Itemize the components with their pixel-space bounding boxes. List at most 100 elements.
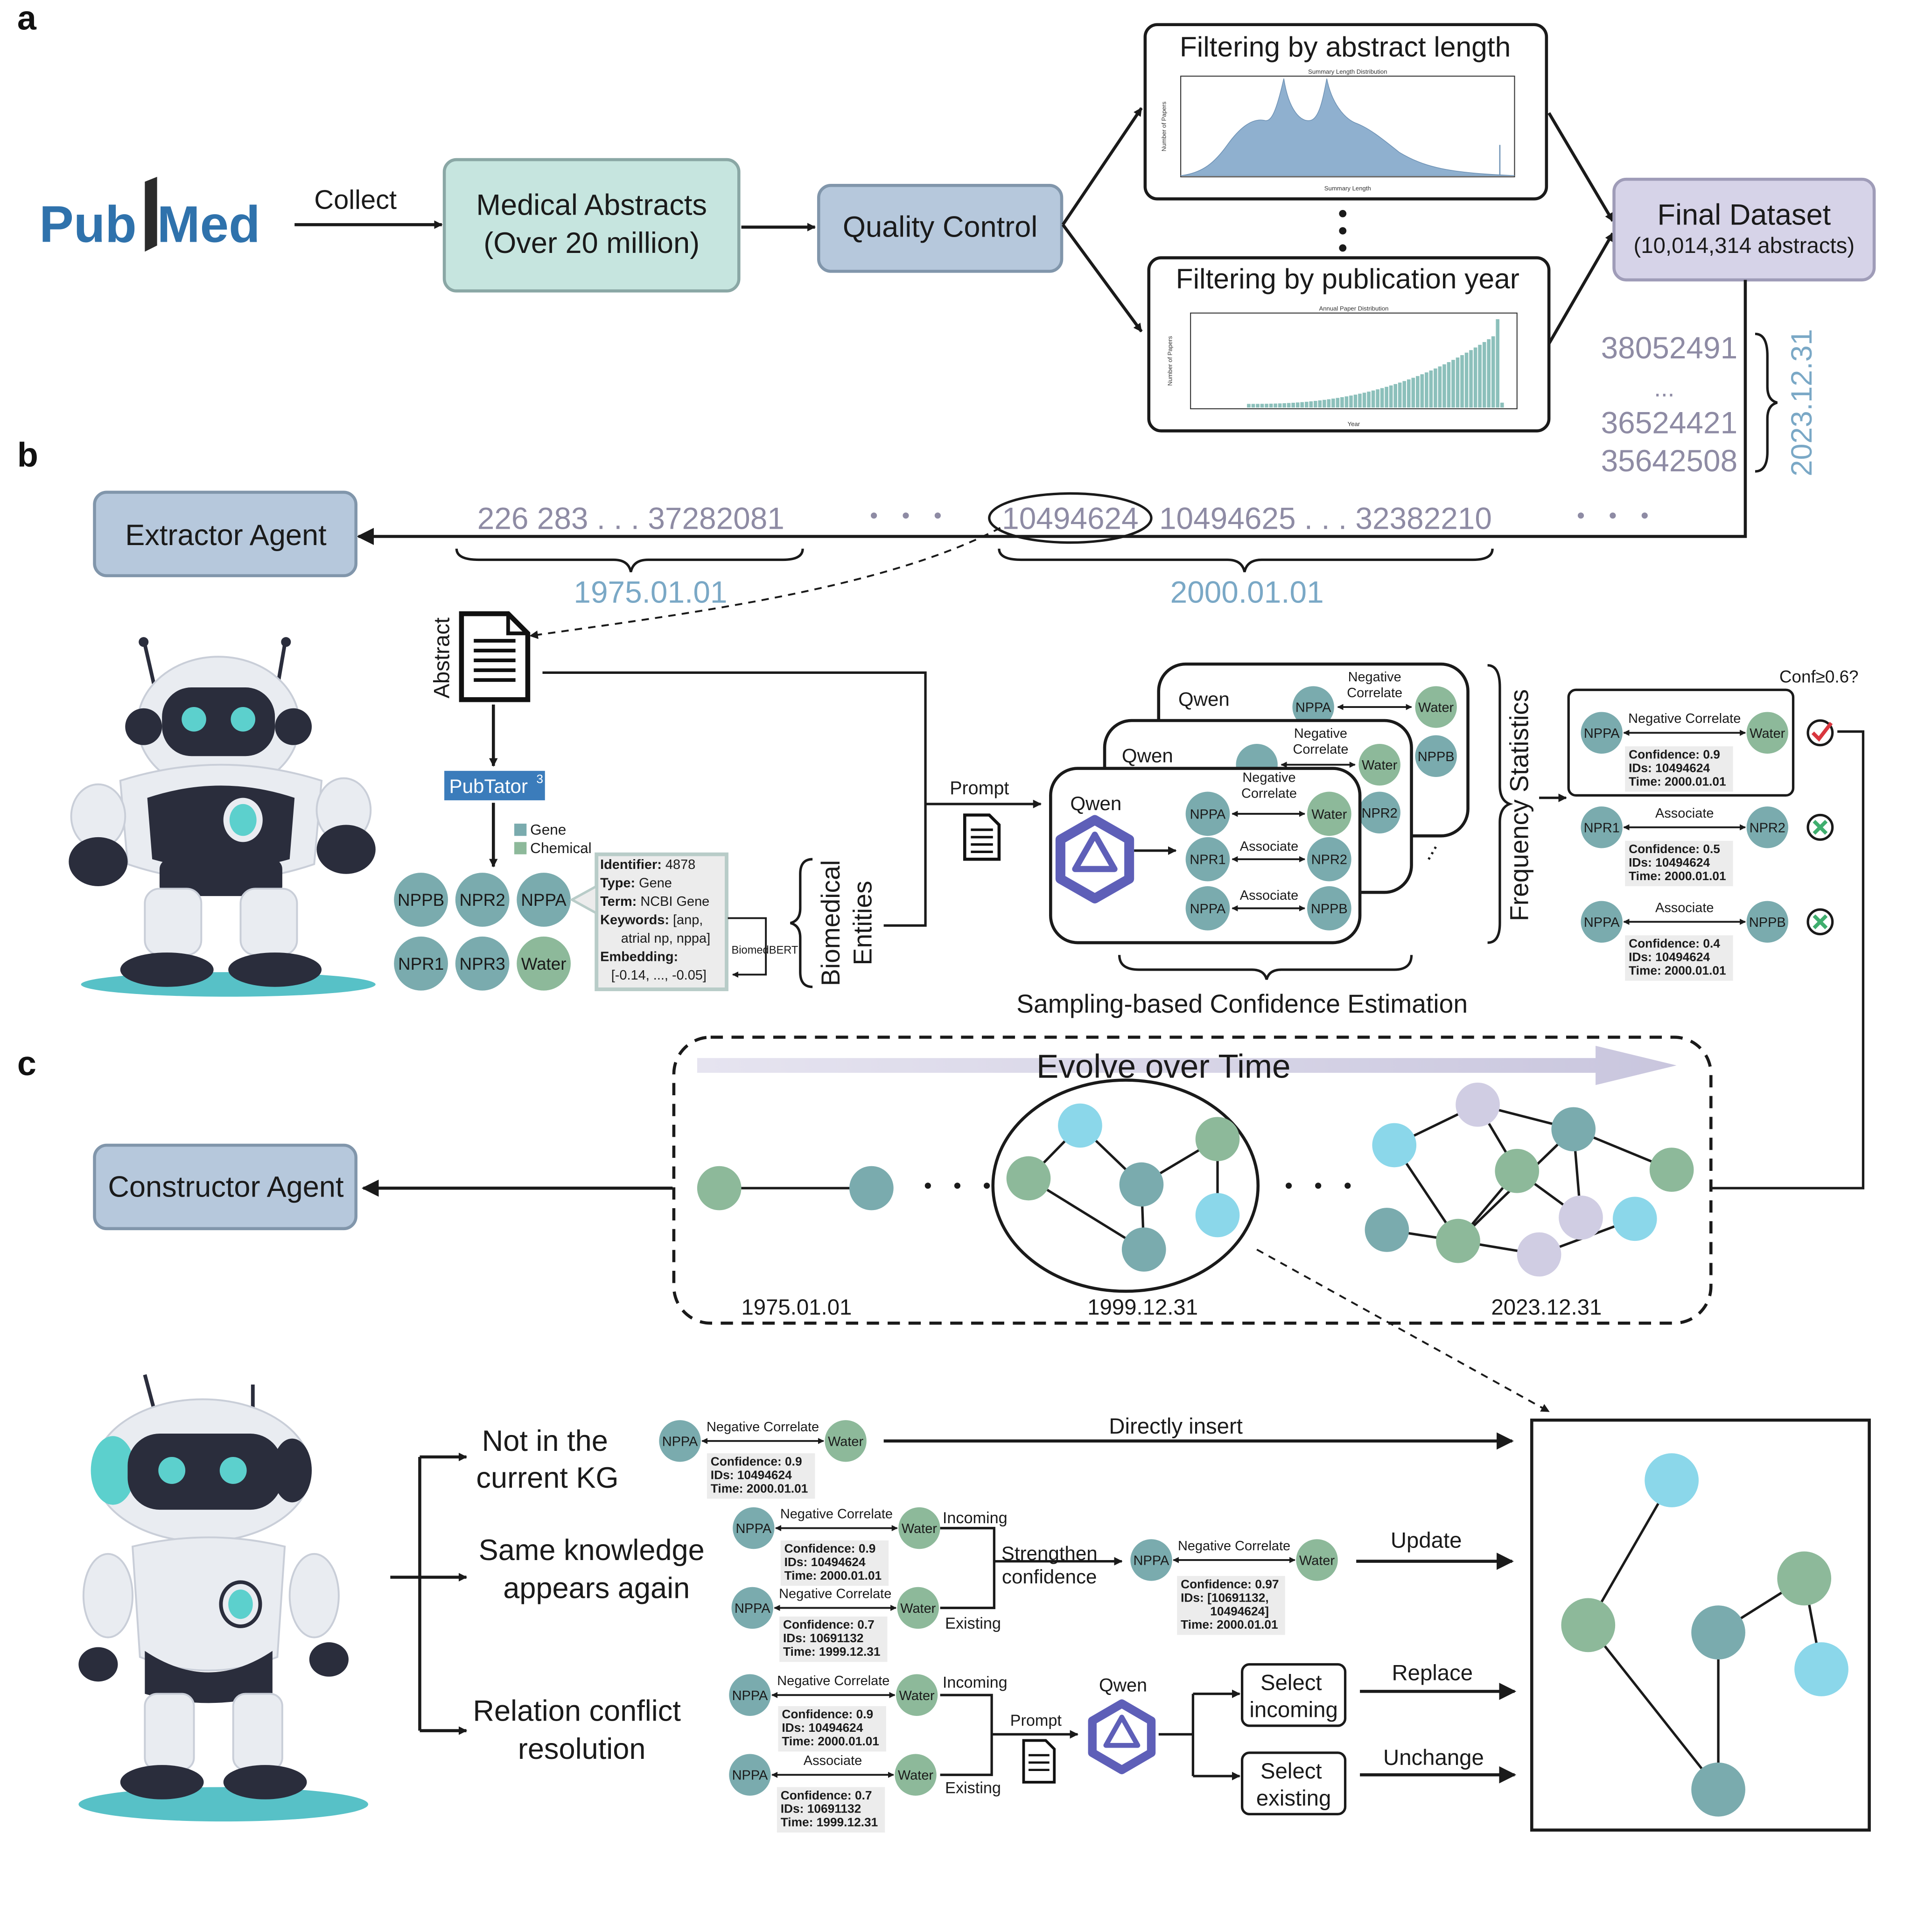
triple-meta-line: IDs: 10494624 [711, 1468, 792, 1482]
dashed-link-to-kg [1256, 1248, 1550, 1413]
entity-node-label: NPR1 [1584, 820, 1620, 835]
snapshot-1999-ellipse [991, 1078, 1260, 1293]
year-bar [1487, 339, 1491, 408]
relation-label: Negative Correlate [777, 1673, 889, 1688]
id-list-item: 35642508 [1601, 443, 1738, 478]
frequency-brace [1487, 664, 1513, 944]
panel-label-c: c [17, 1044, 36, 1083]
entity-node [1307, 886, 1351, 931]
pubmed-logo-med: Med [157, 196, 260, 253]
relation-label: Associate [1240, 888, 1298, 903]
kg-node [1372, 1123, 1417, 1168]
year-bar [1323, 399, 1326, 408]
year-bar [1278, 403, 1282, 408]
kg-node [1456, 1082, 1500, 1127]
final-dataset-count: (10,014,314 abstracts) [1634, 233, 1855, 258]
entity-node-label: Water [898, 1768, 933, 1783]
entity-node [895, 1754, 937, 1796]
year-bar [1500, 402, 1504, 408]
entity-node-label: NPPB [1311, 902, 1348, 917]
triple-meta-line: Time: 2000.01.01 [782, 1734, 879, 1748]
year-bar [1260, 404, 1264, 408]
pubmed-bookmark-icon [145, 176, 157, 252]
legend-gene-swatch [514, 823, 527, 836]
abstract-to-prompt-line [542, 671, 927, 927]
card-keywords-key: Keywords: [600, 913, 669, 928]
kg-node [1649, 1148, 1694, 1192]
relation-label: Negative [1294, 726, 1347, 741]
entity-node [1185, 886, 1230, 931]
year-bar [1438, 366, 1442, 408]
triple-meta-line: Confidence: 0.9 [711, 1454, 802, 1468]
entity-node-label: NPR2 [1750, 820, 1785, 835]
year-bar [1265, 404, 1268, 408]
qwen-logo-icon [1055, 815, 1134, 903]
year-chart-title: Annual Paper Distribution [1319, 305, 1388, 312]
existing-label: Existing [945, 1779, 1001, 1797]
year-bars [1247, 319, 1504, 408]
entity-node-label: NPPA [732, 1688, 768, 1703]
year-bar [1425, 372, 1428, 408]
svg-text:Identifier: 4878: Identifier: 4878 [600, 857, 695, 872]
length-chart-frame [1180, 76, 1515, 177]
kg-node [1559, 1195, 1603, 1240]
prompt-document-icon [963, 813, 1001, 861]
entity-node [1358, 791, 1400, 833]
arrow-length-to-final [1547, 112, 1614, 222]
year-bar [1429, 370, 1433, 408]
relation-label: Negative Correlate [707, 1420, 819, 1435]
triple-meta-bg [1177, 1576, 1285, 1635]
evolve-arrow [697, 1045, 1677, 1085]
case3-merge-bracket [940, 1694, 993, 1776]
year-bar [1442, 364, 1446, 408]
conf-threshold-label: Conf≥0.6? [1779, 667, 1859, 686]
svg-text:Term: NCBI Gene: Term: NCBI Gene [600, 894, 709, 909]
year-bar [1256, 404, 1260, 408]
year-bar [1269, 403, 1273, 408]
year-bar [1473, 347, 1477, 408]
relation-label: Associate [1240, 839, 1298, 854]
kg-node [1691, 1762, 1745, 1817]
case3-label-2: resolution [518, 1733, 646, 1765]
year-bar [1336, 398, 1340, 408]
stack-ellipsis: ... [1412, 836, 1442, 864]
id-list-item: 38052491 [1601, 330, 1738, 365]
date-2000: 2000.01.01 [1170, 575, 1324, 609]
entity-node [729, 1674, 771, 1716]
year-bar [1282, 403, 1286, 408]
kg-node [1495, 1148, 1540, 1193]
entity-node-label: NPPB [1749, 915, 1786, 930]
triple-meta-line: Confidence: 0.5 [1629, 842, 1720, 856]
entities-brace [790, 858, 813, 988]
dashed-link-to-abstract [529, 527, 1001, 639]
entity-node-label: NPPA [1584, 726, 1620, 741]
entity-node-label: NPPA [735, 1601, 770, 1616]
entity-node-label: NPPB [1418, 749, 1455, 764]
year-chart-ylabel: Number of Papers [1167, 336, 1174, 386]
kg-node [1195, 1117, 1240, 1162]
entity-node-label: NPPA [1190, 902, 1226, 917]
entity-card-pointer [569, 884, 598, 916]
timeline-arrow [357, 280, 1747, 545]
year-bar [1300, 402, 1304, 408]
snapshot-date: 1975.01.01 [741, 1295, 852, 1320]
filter-year-title: Filtering by publication year [1176, 263, 1519, 294]
year-bar [1380, 388, 1384, 408]
biomedbert-label: BiomedBERT [732, 945, 798, 957]
triple-meta-line: 10494624] [1210, 1604, 1269, 1618]
year-bar [1291, 403, 1295, 408]
triple-meta-line: IDs: 10494624 [1629, 855, 1710, 869]
entity-node [1307, 837, 1351, 882]
robot-constructor-illustration [78, 1374, 369, 1822]
entity-node-label: Water [902, 1521, 937, 1536]
select-existing-label: Select [1260, 1759, 1322, 1784]
case3-label: Relation conflict [473, 1694, 681, 1727]
directly-insert-label: Directly insert [1109, 1414, 1243, 1439]
triple-meta-line: Confidence: 0.7 [781, 1788, 872, 1802]
filter-length-title: Filtering by abstract length [1180, 31, 1511, 63]
kg-node [1436, 1218, 1480, 1263]
triple-meta-line: Time: 2000.01.01 [1629, 963, 1726, 977]
medical-abstracts-count: (Over 20 million) [483, 227, 700, 259]
pubmed-logo: Pub Med [39, 176, 260, 253]
year-bar [1295, 402, 1300, 408]
